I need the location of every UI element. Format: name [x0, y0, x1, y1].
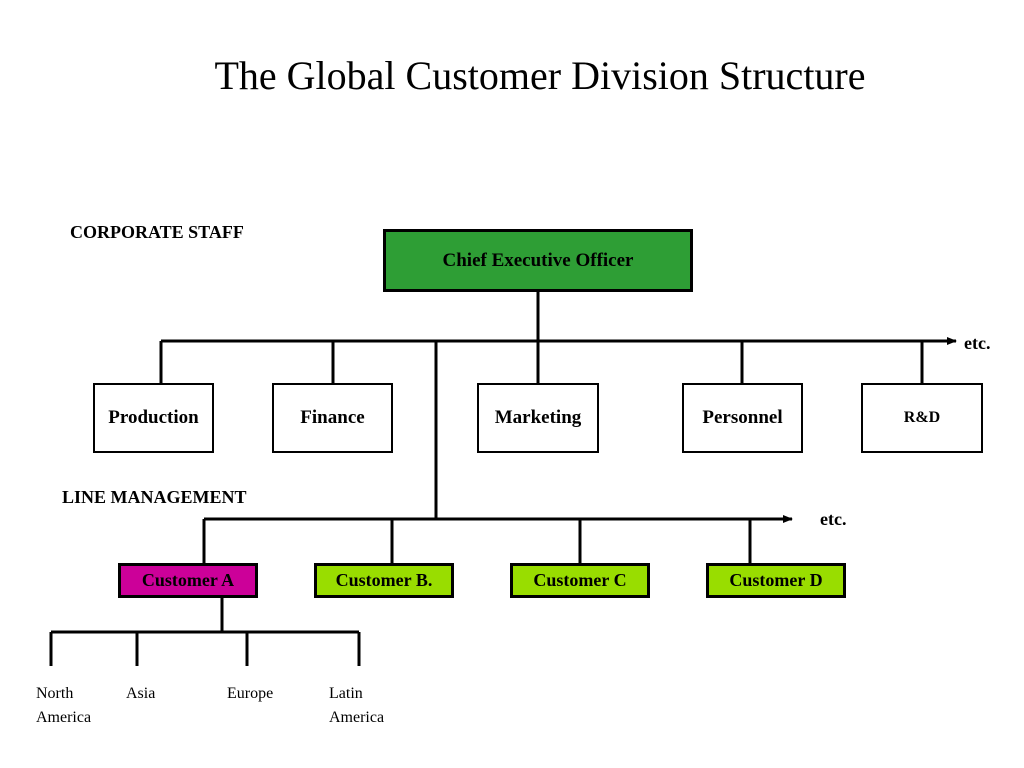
corporate-staff-label: CORPORATE STAFF	[70, 222, 244, 242]
region-asia: Asia	[126, 682, 155, 706]
staff-label: Personnel	[702, 407, 783, 428]
staff-box-rnd: R&D	[861, 383, 983, 453]
ceo-label: Chief Executive Officer	[442, 249, 634, 271]
region-line: America	[36, 709, 92, 726]
line-management-label: LINE MANAGEMENT	[62, 487, 247, 507]
customer-box-a: Customer A	[118, 563, 258, 598]
region-line: North	[36, 685, 74, 702]
region-line: Latin	[329, 685, 363, 702]
staff-box-production: Production	[93, 383, 214, 453]
customer-etc-label: etc.	[820, 509, 847, 529]
customer-label: Customer D	[729, 570, 823, 590]
customer-label: Customer A	[141, 570, 235, 590]
staff-label: Production	[108, 407, 199, 428]
region-latin-america: Latin America	[329, 682, 384, 730]
region-europe: Europe	[227, 682, 273, 706]
region-north-america: North America	[36, 682, 91, 730]
staff-box-finance: Finance	[272, 383, 393, 453]
ceo-box: Chief Executive Officer	[383, 229, 693, 292]
region-line: America	[329, 709, 385, 726]
customer-box-d: Customer D	[706, 563, 846, 598]
staff-label: Finance	[300, 407, 365, 428]
customer-label: Customer B.	[335, 570, 433, 590]
staff-etc-label: etc.	[964, 333, 991, 353]
staff-label: R&D	[903, 409, 941, 426]
page-title: The Global Customer Division Structure	[214, 53, 866, 98]
staff-box-marketing: Marketing	[477, 383, 599, 453]
region-line: Europe	[227, 685, 274, 702]
customer-label: Customer C	[533, 570, 627, 590]
customer-box-b: Customer B.	[314, 563, 454, 598]
staff-box-personnel: Personnel	[682, 383, 803, 453]
region-line: Asia	[126, 685, 156, 702]
customer-box-c: Customer C	[510, 563, 650, 598]
staff-label: Marketing	[494, 407, 582, 428]
